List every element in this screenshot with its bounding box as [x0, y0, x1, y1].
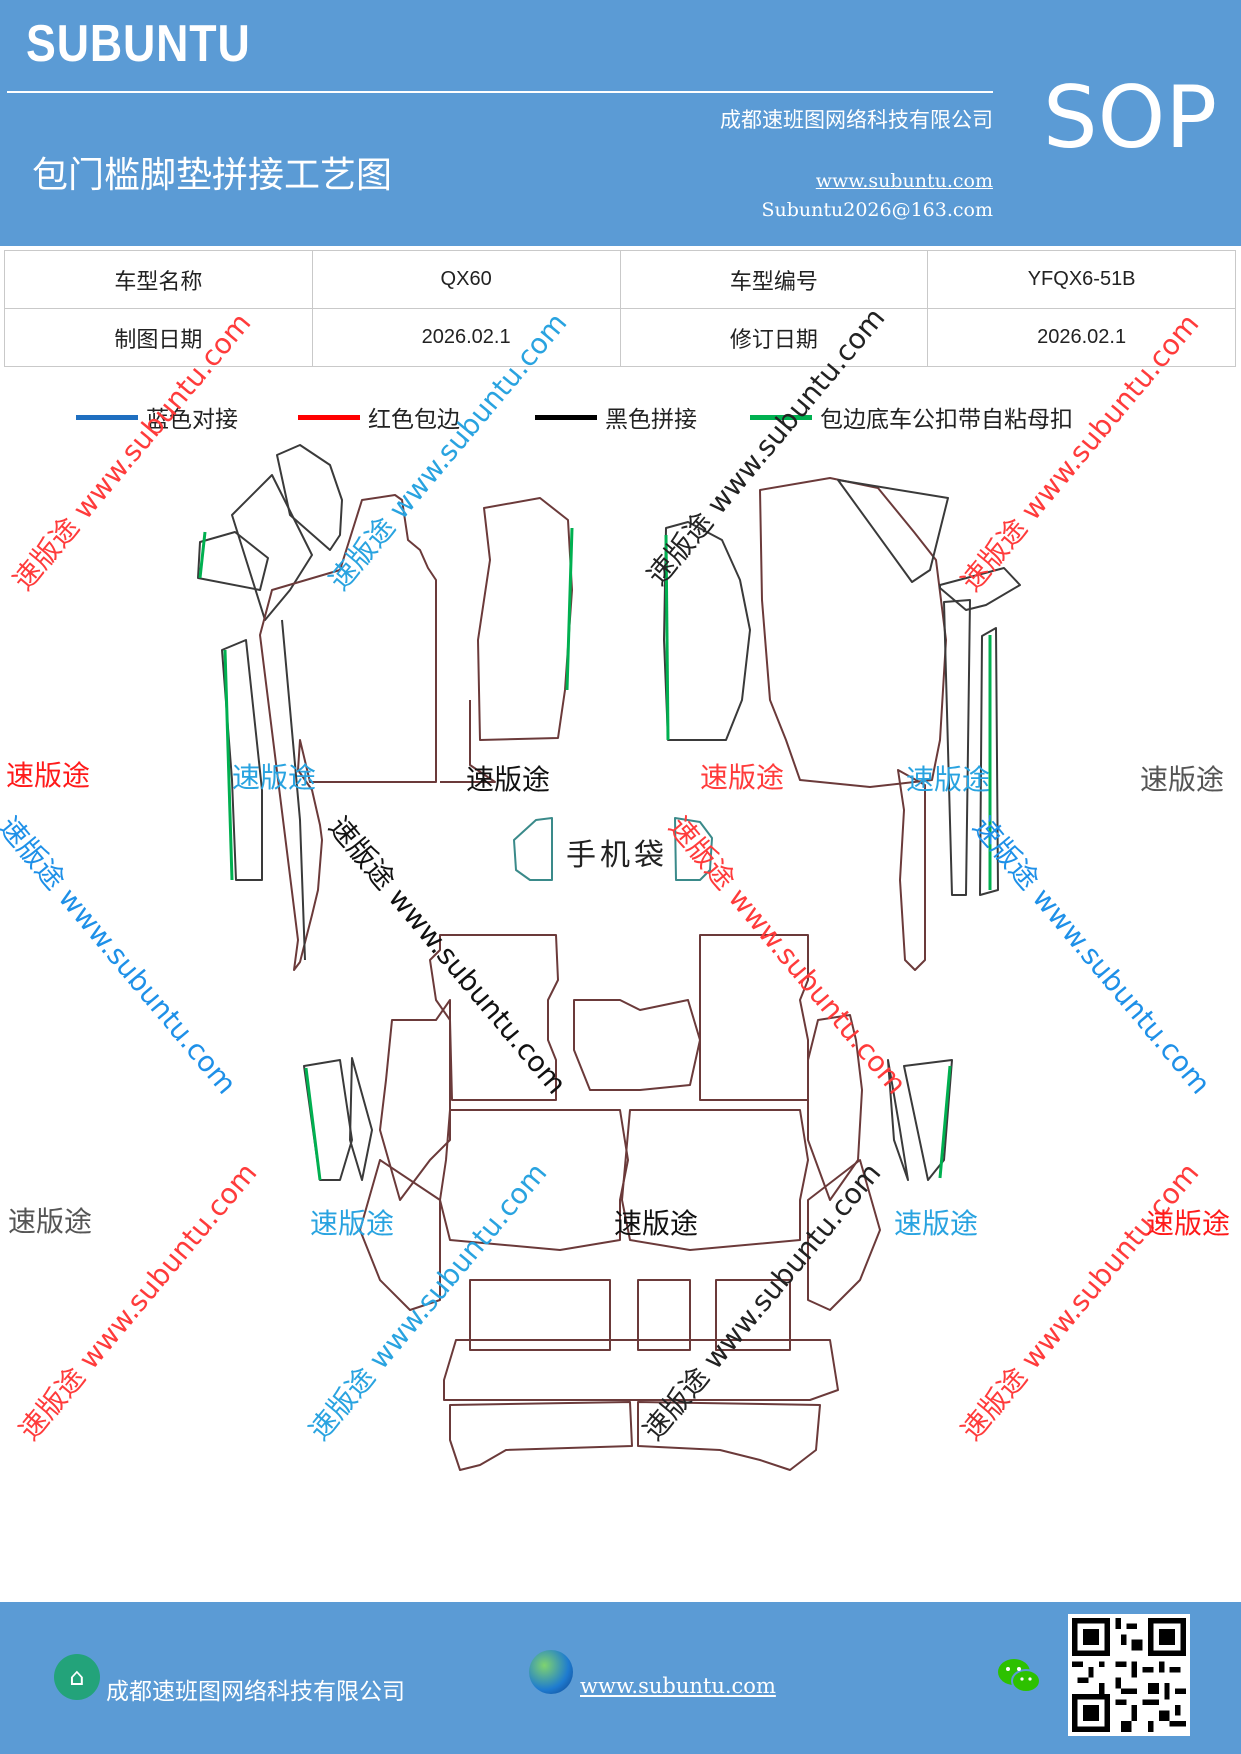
mat-piece [449, 1401, 633, 1471]
mat-piece [807, 1159, 881, 1311]
model-name-label: 车型名称 [4, 250, 313, 309]
mat-piece [429, 934, 559, 1101]
home-icon: ⌂ [54, 1654, 100, 1700]
mat-piece [573, 999, 701, 1091]
mat-piece [699, 934, 809, 1101]
watermark-brand: 速版途 [1140, 763, 1225, 796]
watermark-brand: 速版途 [894, 1207, 979, 1240]
mat-piece [979, 627, 999, 896]
mat-piece [637, 1401, 821, 1471]
footer-company: 成都速班图网络科技有限公司 [106, 1679, 405, 1705]
mat-piece [469, 1279, 611, 1351]
website-link[interactable]: www.subuntu.com [815, 170, 993, 192]
globe-icon [529, 1650, 573, 1694]
table-row: 车型名称 QX60 车型编号 YFQX6-51B [4, 250, 1236, 309]
sop-badge: SOP [1043, 68, 1218, 168]
phone-pocket-left [513, 817, 553, 881]
footer-banner: ⌂ 成都速班图网络科技有限公司 www.subuntu.com [0, 1602, 1241, 1754]
mat-piece [663, 521, 751, 741]
mat-piece [443, 1339, 839, 1401]
mat-piece [231, 474, 313, 621]
model-code-label: 车型编号 [619, 250, 929, 309]
mat-piece [939, 567, 1021, 611]
red-line-swatch [298, 414, 360, 420]
watermark-brand: 速版途 [310, 1207, 395, 1240]
mat-piece [664, 534, 670, 741]
legend-item-blue: 蓝色对接 [76, 400, 238, 434]
mat-piece [621, 1109, 809, 1251]
black-line-swatch [535, 414, 597, 420]
mat-piece [715, 1279, 791, 1351]
mat-piece [807, 1014, 863, 1201]
phone-pocket-label: 手机袋 [566, 838, 668, 873]
watermark-brand: 速版途 [906, 763, 991, 796]
watermark-brand: 速版途 [8, 1205, 93, 1238]
mat-piece [197, 531, 269, 591]
draw-date-value: 2026.02.1 [311, 308, 621, 367]
green-line-swatch [750, 414, 812, 420]
footer-website-link[interactable]: www.subuntu.com [580, 1674, 776, 1698]
mat-piece [281, 619, 306, 961]
header-banner: SUBUNTU 成都速班图网络科技有限公司 包门槛脚垫拼接工艺图 www.sub… [0, 0, 1241, 246]
legend-item-green: 包边底车公扣带自粘母扣 [750, 400, 1073, 434]
watermark-brand: 速版途 [6, 759, 91, 792]
mat-piece [276, 444, 343, 551]
watermark-brand: 速版途 [614, 1207, 699, 1240]
mat-piece [759, 477, 947, 788]
qr-code [1068, 1614, 1190, 1736]
mat-piece [938, 1065, 952, 1179]
legend-item-black: 黑色拼接 [535, 400, 697, 434]
company-name: 成都速班图网络科技有限公司 [720, 108, 993, 132]
mat-pattern-svg [197, 444, 1021, 1471]
mat-piece [887, 1059, 909, 1181]
mat-piece [379, 999, 451, 1201]
mat-piece [349, 1057, 373, 1181]
draw-date-label: 制图日期 [4, 308, 313, 367]
mat-piece [198, 531, 207, 579]
wechat-icon [996, 1656, 1042, 1700]
email-address: Subuntu2026@163.com [761, 199, 993, 221]
mat-piece [223, 649, 234, 881]
blue-line-swatch [76, 414, 138, 420]
mat-piece [943, 599, 971, 896]
mat-piece [259, 494, 437, 971]
document-title: 包门槛脚垫拼接工艺图 [32, 155, 393, 196]
mat-piece [439, 1109, 629, 1251]
legend-label: 包边底车公扣带自粘母扣 [820, 407, 1073, 433]
watermark-brand: 速版途 [1146, 1207, 1231, 1240]
mat-piece [837, 479, 949, 583]
vehicle-info-table: 车型名称 QX60 车型编号 YFQX6-51B 制图日期 2026.02.1 … [4, 250, 1236, 367]
brand-logo: SUBUNTU [26, 15, 251, 73]
model-code-value: YFQX6-51B [927, 250, 1236, 309]
line-legend: 蓝色对接 红色包边 黑色拼接 包边底车公扣带自粘母扣 [0, 400, 1241, 440]
phone-pocket-right [674, 817, 713, 881]
legend-label: 蓝色对接 [146, 407, 238, 433]
floor-mat-drawing: 速版途 www.subuntu.com 速版途 www.subuntu.com … [0, 302, 1241, 1600]
mat-piece [304, 1067, 322, 1181]
header-divider [7, 91, 993, 93]
model-name-value: QX60 [311, 250, 621, 309]
revise-date-value: 2026.02.1 [927, 308, 1236, 367]
legend-label: 红色包边 [368, 407, 460, 433]
mat-piece [637, 1279, 691, 1351]
mat-piece [359, 1159, 441, 1311]
mat-piece [565, 527, 574, 691]
legend-item-red: 红色包边 [298, 400, 460, 434]
mat-piece [897, 769, 926, 971]
mat-piece [221, 639, 263, 881]
watermark-brand: 速版途 [232, 761, 317, 794]
watermark-brand: 速版途 [700, 761, 785, 794]
legend-label: 黑色拼接 [605, 407, 697, 433]
table-row: 制图日期 2026.02.1 修订日期 2026.02.1 [4, 308, 1236, 367]
mat-piece [440, 700, 496, 783]
revise-date-label: 修订日期 [619, 308, 929, 367]
mat-piece [903, 1059, 953, 1181]
watermark-brand: 速版途 [466, 763, 551, 796]
mat-piece [477, 497, 573, 741]
